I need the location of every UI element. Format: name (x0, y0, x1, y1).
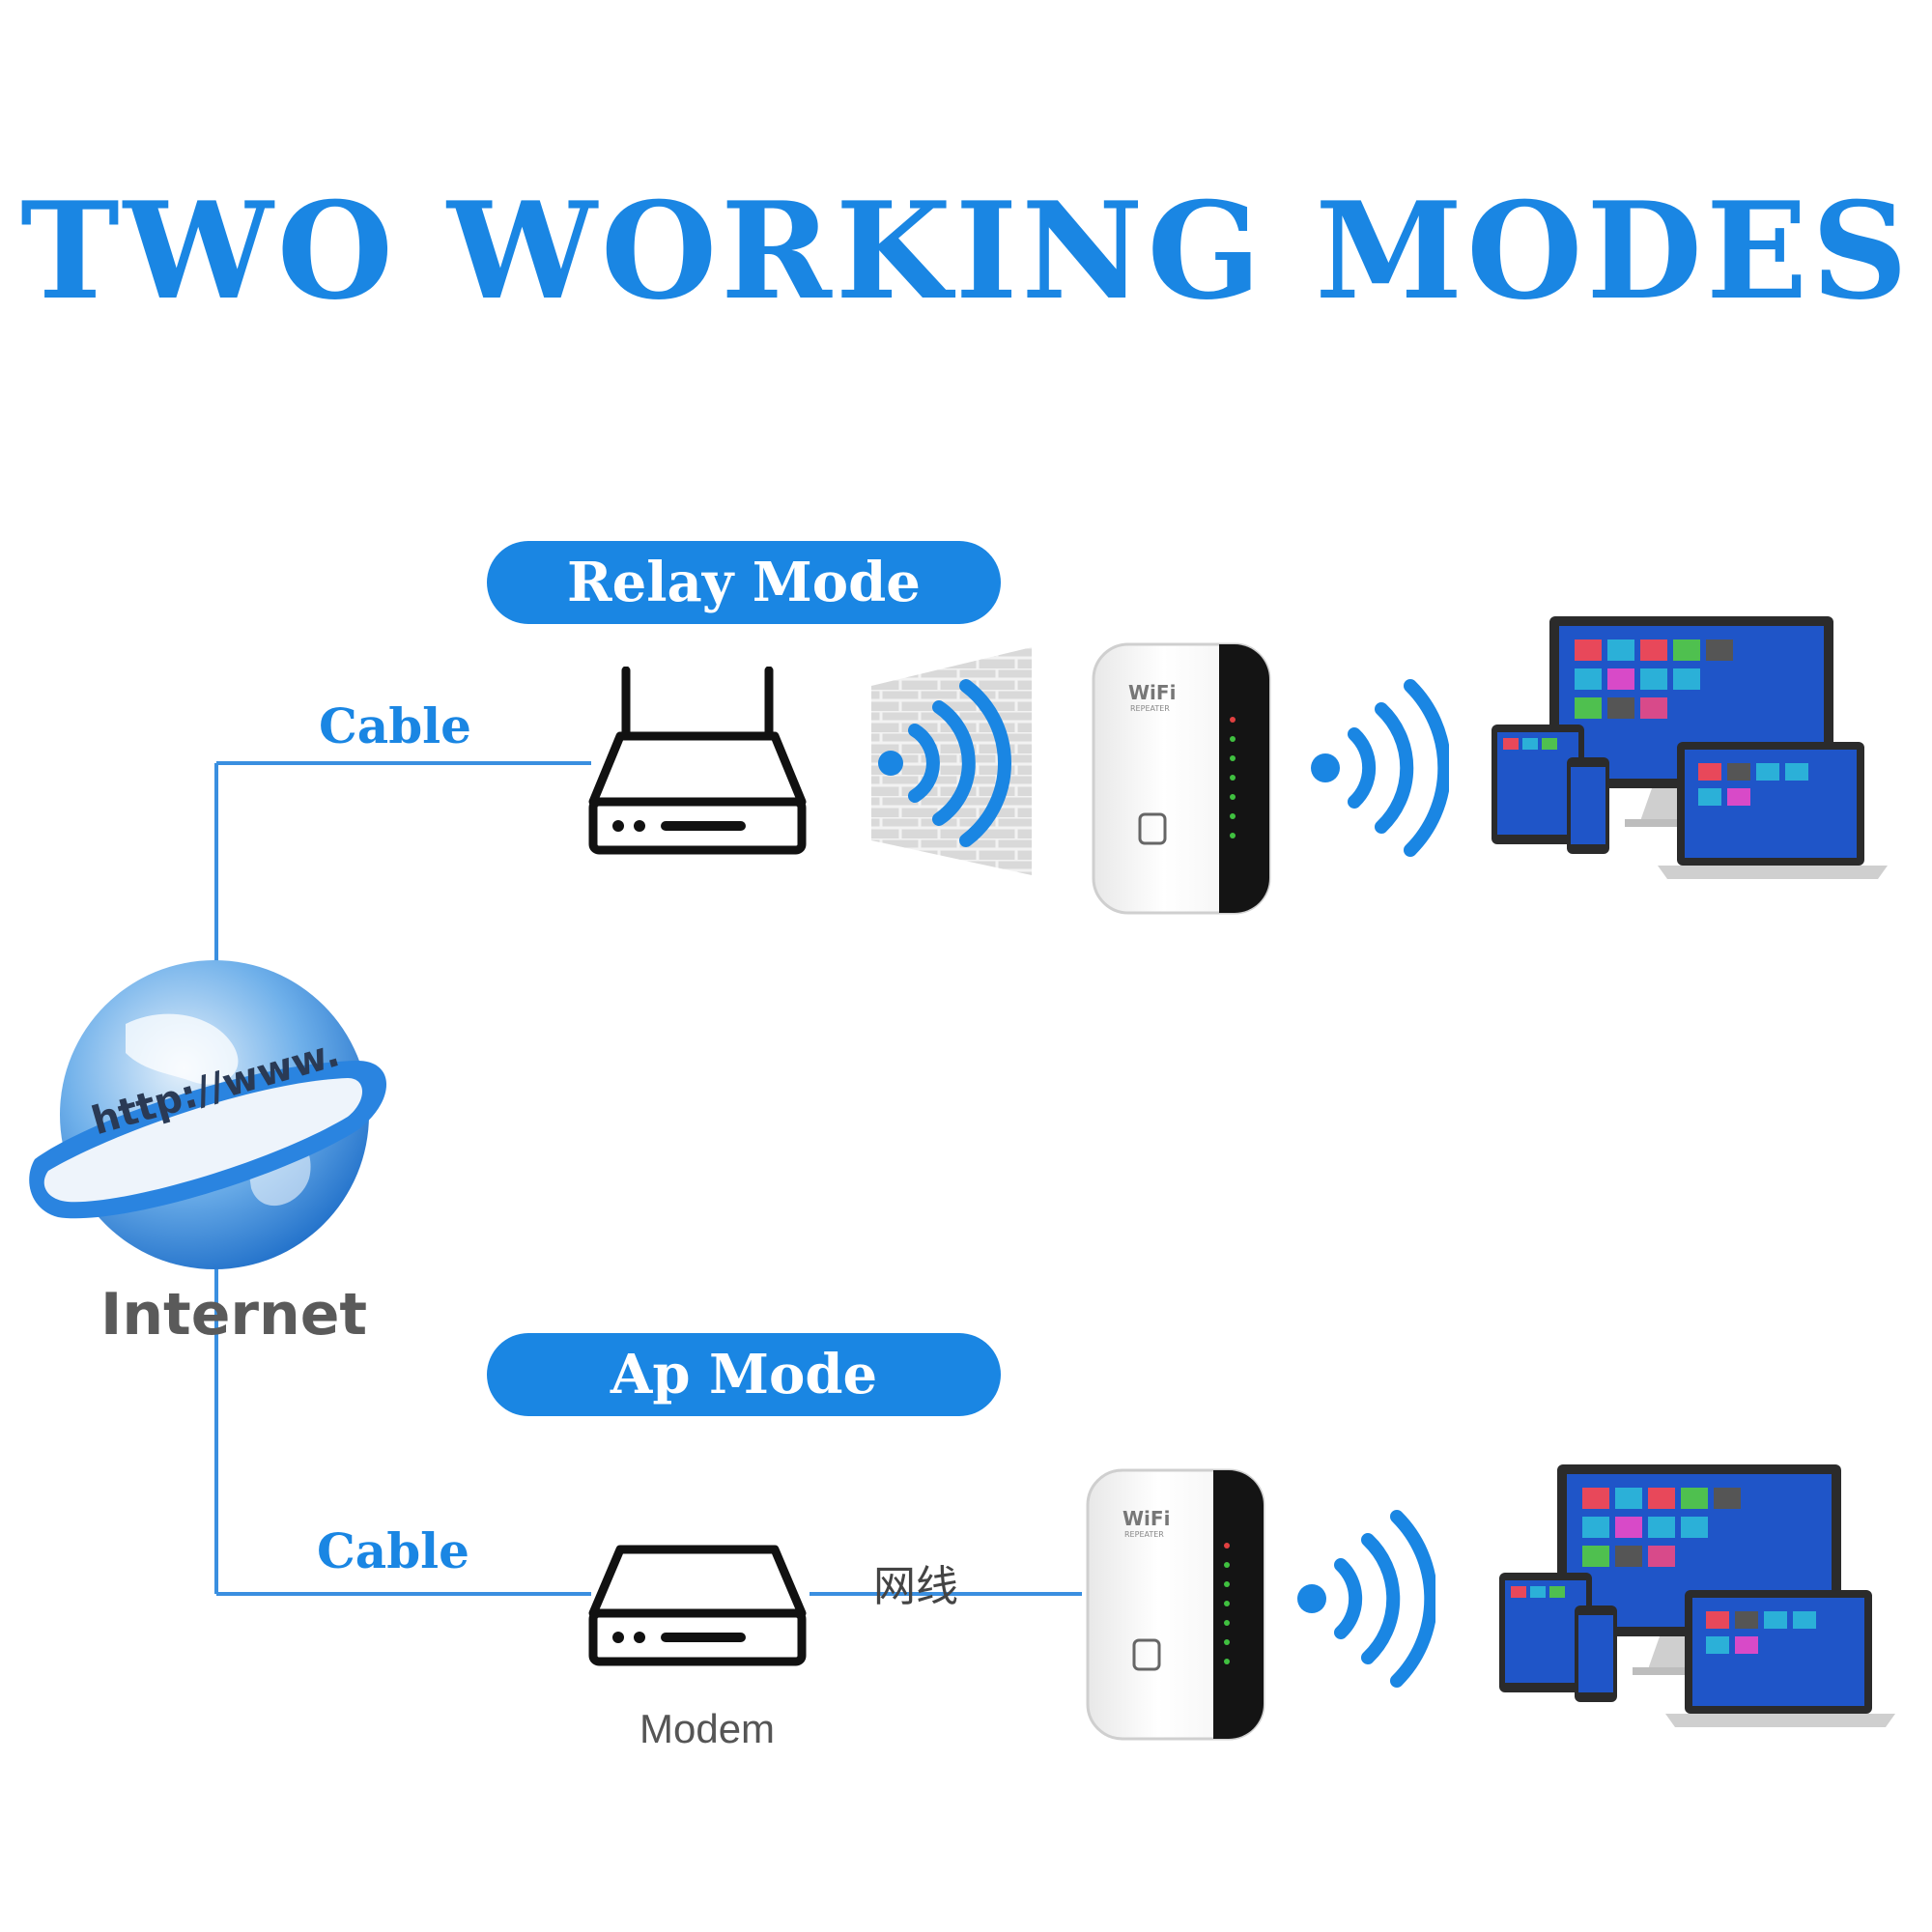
repeater-icon (1086, 1468, 1265, 1741)
wifi-signal-icon-relay (1311, 679, 1449, 857)
internet-globe: http://www. (29, 956, 396, 1285)
devices-icon-relay (1492, 616, 1888, 879)
repeater-icon (1092, 642, 1271, 915)
repeater-brand-text: WiFi (1128, 681, 1177, 704)
relay-mode-badge: Relay Mode (487, 541, 1001, 624)
network-cable-label: 网线 (873, 1562, 958, 1611)
modem-label: Modem (639, 1706, 776, 1751)
wifi-signal-icon-ap (1297, 1510, 1435, 1688)
router-icon (588, 667, 807, 855)
ap-mode-badge: Ap Mode (487, 1333, 1001, 1416)
relay-cable-label: Cable (319, 697, 471, 754)
devices-icon-ap (1499, 1464, 1895, 1727)
repeater-model-text: REPEATER (1130, 704, 1170, 713)
wifi-repeater-ap: WiFi REPEATER (1086, 1468, 1265, 1741)
wifi-repeater-relay: WiFi REPEATER (1092, 642, 1271, 915)
globe-icon (29, 960, 386, 1269)
internet-label: Internet (100, 1281, 368, 1349)
modem-icon (588, 1545, 807, 1666)
repeater-brand-text: WiFi (1122, 1507, 1171, 1530)
ap-cable-label: Cable (317, 1522, 469, 1579)
brick-wall-icon (871, 647, 1032, 875)
page-title: TWO WORKING MODES (20, 172, 1912, 329)
repeater-model-text: REPEATER (1124, 1530, 1164, 1539)
